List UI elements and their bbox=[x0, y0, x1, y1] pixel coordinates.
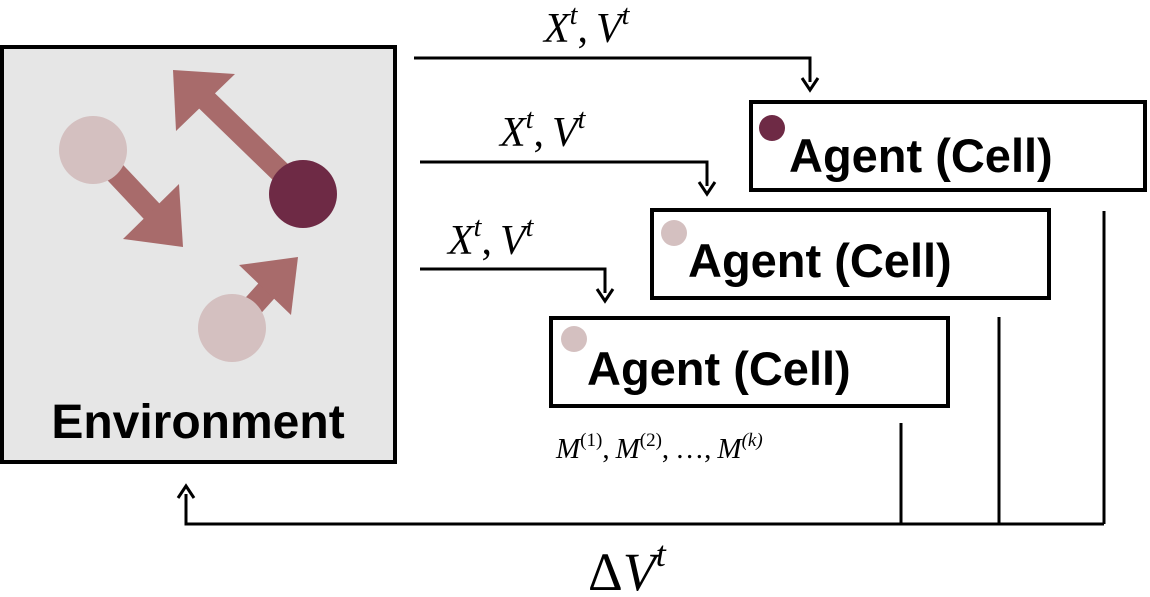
feedback-arrowhead bbox=[176, 483, 196, 499]
velocity-arrowhead-light-1 bbox=[123, 184, 183, 247]
environment-panel: Environment bbox=[0, 45, 397, 464]
agent-dot bbox=[759, 115, 785, 141]
message-sup: (k) bbox=[742, 430, 763, 451]
input-label-sup: t bbox=[526, 212, 535, 243]
environment-particles bbox=[59, 70, 337, 362]
input-label-x: X bbox=[446, 218, 476, 264]
message-sep: , bbox=[662, 433, 669, 465]
input-label-sup: t bbox=[622, 0, 631, 31]
environment-label: Environment bbox=[51, 396, 344, 449]
input-arrows bbox=[414, 56, 812, 293]
agent-dot bbox=[561, 326, 587, 352]
agent-label: Agent (Cell) bbox=[587, 342, 851, 395]
feedback-return-arrow bbox=[184, 494, 1104, 526]
agent-3: Agent (Cell) bbox=[549, 316, 950, 408]
feedback-label: ΔVt bbox=[588, 534, 667, 597]
particle-dark bbox=[269, 160, 337, 228]
feedback-base: V bbox=[623, 542, 662, 597]
input-label-sup: t bbox=[570, 0, 579, 31]
environment-box bbox=[0, 45, 397, 464]
agent-box bbox=[749, 100, 1147, 192]
message-sep: , bbox=[704, 433, 711, 465]
input-arrow-1 bbox=[414, 56, 812, 82]
message-ellipsis: … bbox=[675, 433, 704, 465]
agent-dot bbox=[661, 220, 687, 246]
input-label-1: Xt,Vt bbox=[542, 0, 631, 52]
input-label-v: V bbox=[552, 110, 582, 156]
message-sup: (2) bbox=[640, 430, 662, 451]
input-label-sup: t bbox=[526, 104, 535, 135]
input-label-v: V bbox=[500, 218, 530, 264]
input-label-v: V bbox=[596, 6, 626, 52]
input-arrow-3 bbox=[420, 267, 607, 293]
message-base: M bbox=[615, 433, 642, 465]
svg-text:Xt,Vt: Xt,Vt bbox=[542, 0, 631, 52]
particle-light-2 bbox=[198, 294, 266, 362]
input-label-x: X bbox=[498, 110, 528, 156]
agent-label: Agent (Cell) bbox=[688, 234, 952, 287]
input-arrowhead-1 bbox=[800, 77, 820, 93]
input-label-3: Xt,Vt bbox=[446, 212, 535, 264]
input-label-sup: t bbox=[474, 212, 483, 243]
agent-box bbox=[650, 208, 1051, 300]
input-label-sep: , bbox=[577, 6, 588, 52]
agent-box bbox=[549, 316, 950, 408]
particle-light-1 bbox=[59, 116, 127, 184]
input-arrow-2 bbox=[420, 160, 709, 186]
velocity-arrowhead-dark bbox=[173, 70, 235, 131]
svg-text:Xt,Vt: Xt,Vt bbox=[498, 104, 587, 156]
agent-label: Agent (Cell) bbox=[789, 129, 1053, 182]
message-sep: , bbox=[602, 433, 609, 465]
input-label-sep: , bbox=[533, 110, 544, 156]
feedback-delta: Δ bbox=[588, 542, 623, 597]
input-label-x: X bbox=[542, 6, 572, 52]
input-label-sup: t bbox=[578, 104, 587, 135]
velocity-arrowhead-light-2 bbox=[239, 257, 298, 315]
feedback-lines bbox=[176, 211, 1106, 526]
message-label: M(1),M(2),…,M(k) bbox=[555, 430, 763, 465]
input-arrowhead-2 bbox=[697, 181, 717, 197]
input-arrowhead-3 bbox=[595, 288, 615, 304]
input-arrowheads bbox=[595, 77, 820, 304]
agent-1: Agent (Cell) bbox=[749, 100, 1147, 192]
feedback-sup: t bbox=[656, 534, 667, 574]
message-base: M bbox=[555, 433, 582, 465]
agent-2: Agent (Cell) bbox=[650, 208, 1051, 300]
input-label-sep: , bbox=[481, 218, 492, 264]
svg-text:Xt,Vt: Xt,Vt bbox=[446, 212, 535, 264]
message-base: M bbox=[716, 433, 743, 465]
message-sup: (1) bbox=[580, 430, 602, 451]
input-label-2: Xt,Vt bbox=[498, 104, 587, 156]
